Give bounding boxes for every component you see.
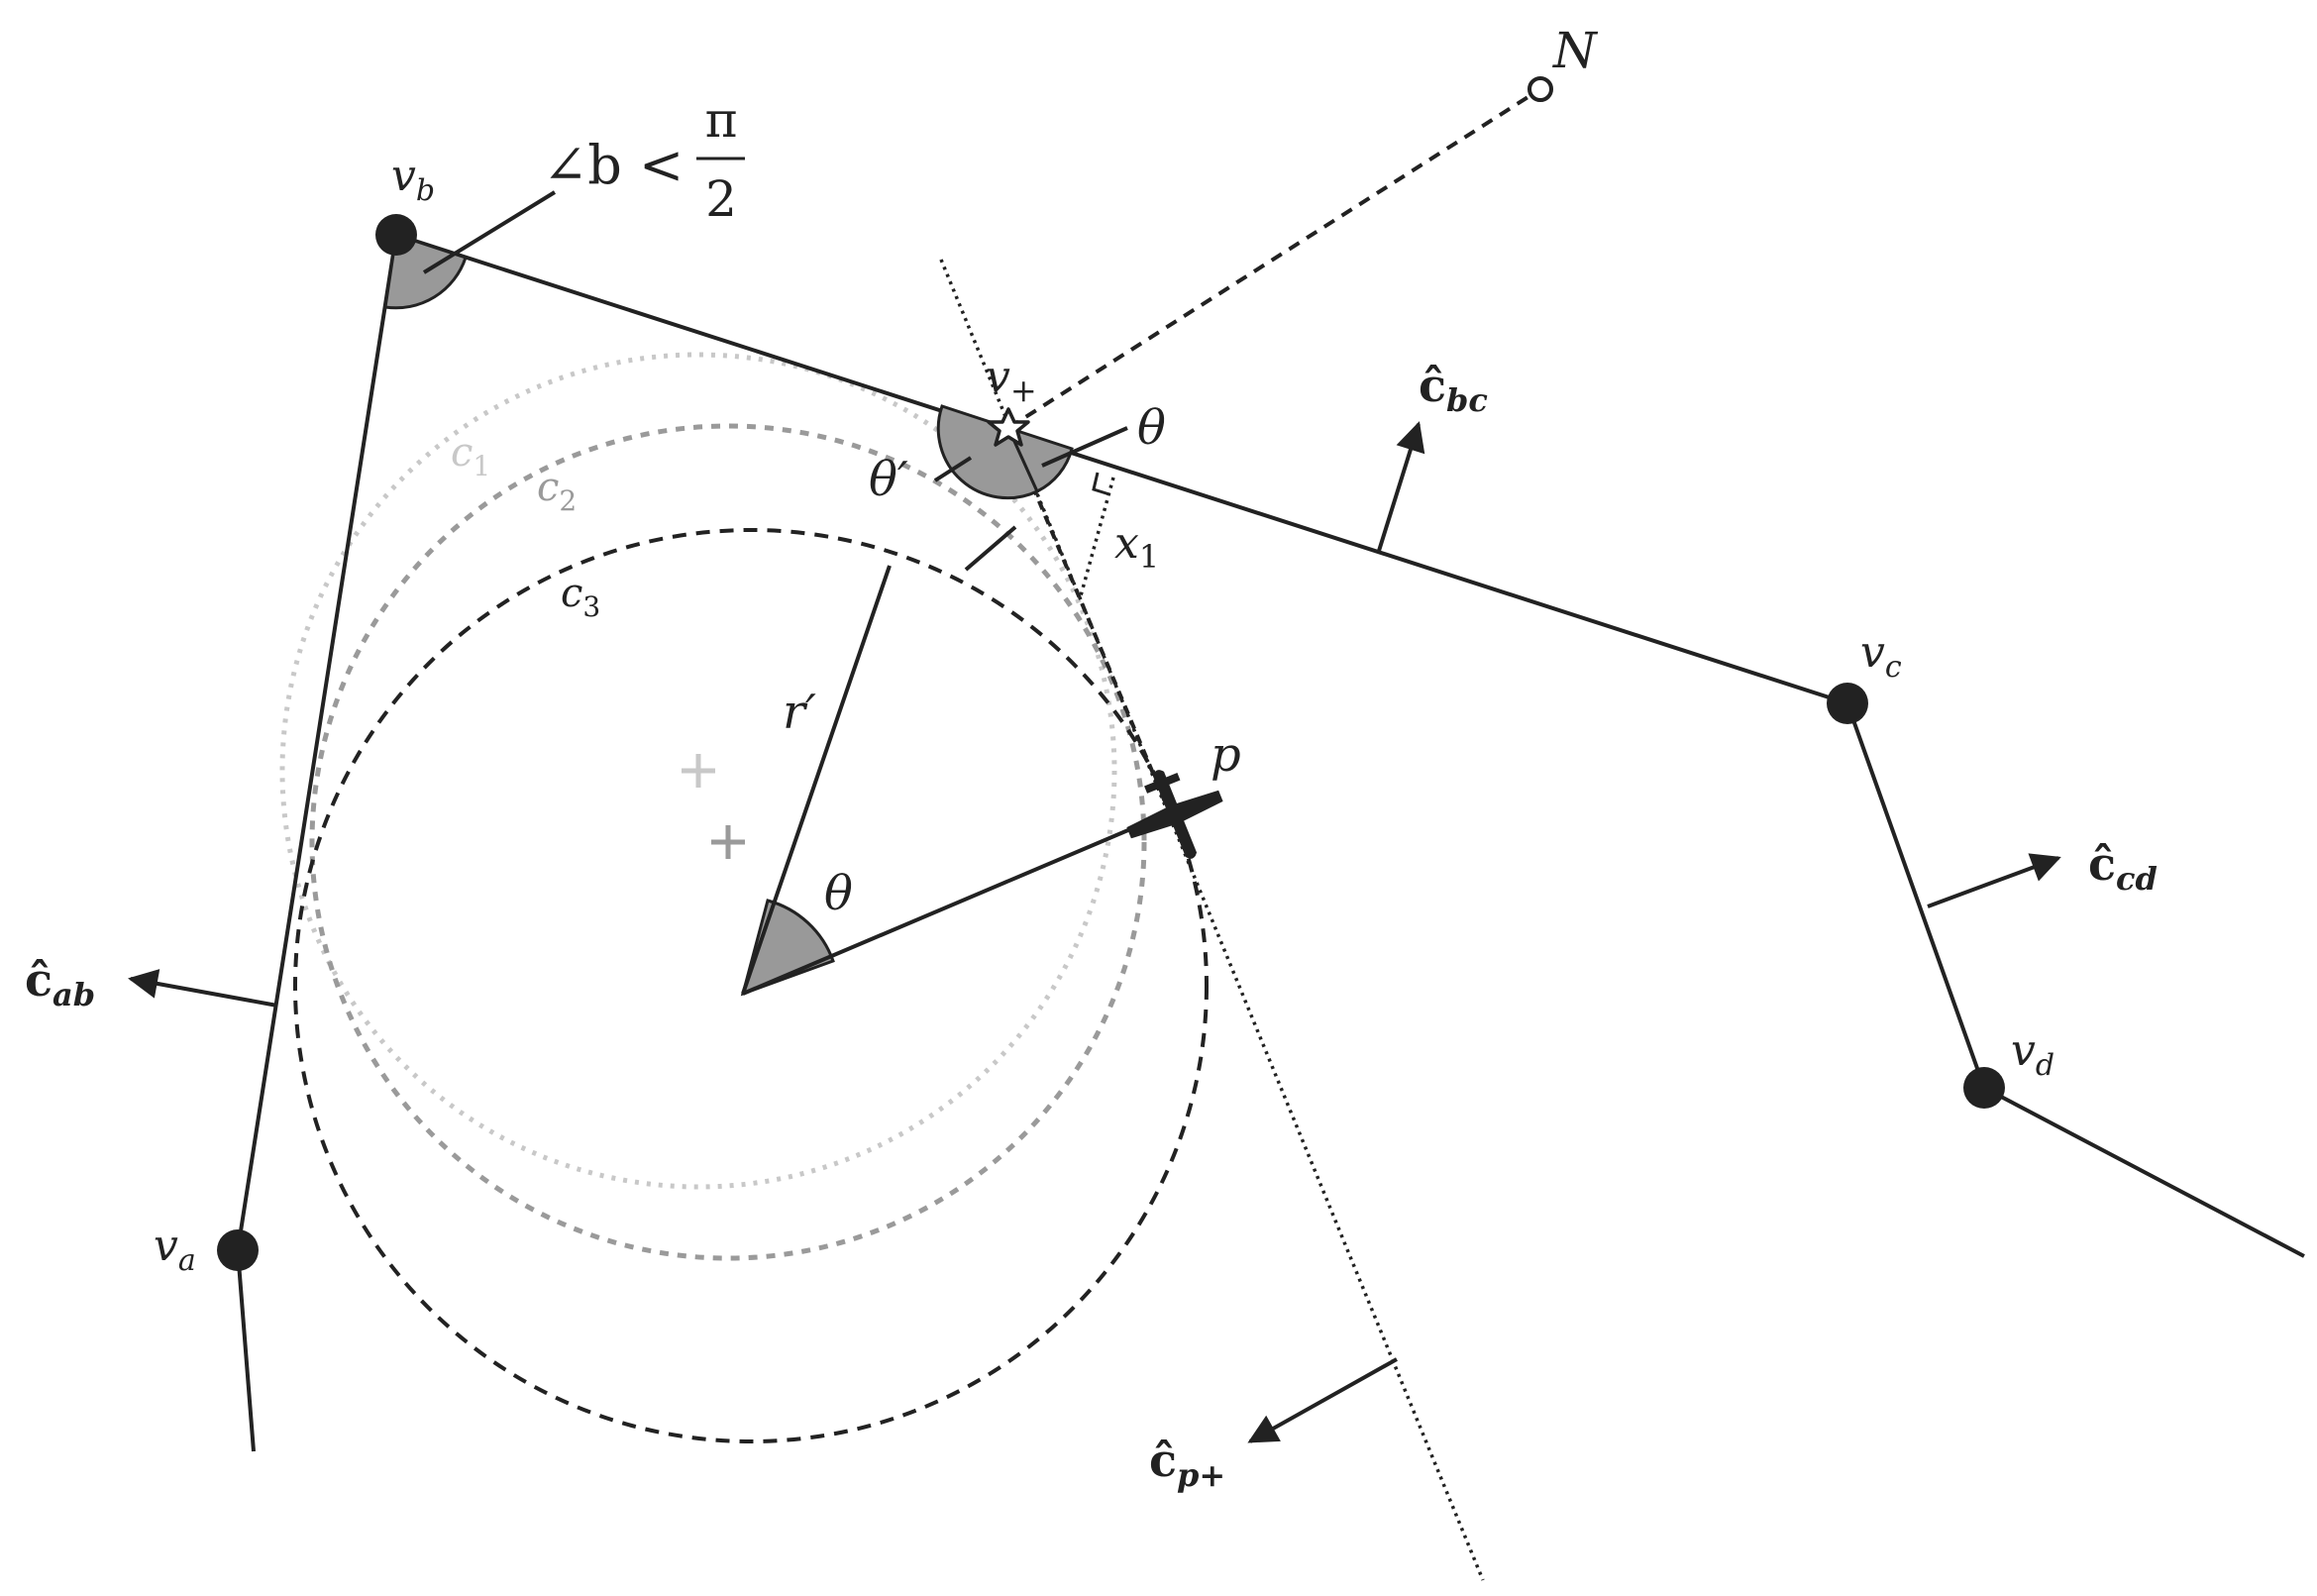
- vertex-vb: [375, 214, 417, 256]
- leader-b-angle: [422, 190, 557, 274]
- normal-arrow-bc: [1377, 421, 1425, 552]
- line-to-N: [1006, 87, 1542, 430]
- angle-theta-prime-wedge: [936, 404, 1039, 500]
- vertex-vd: [1963, 1067, 2005, 1109]
- normal-arrow-ab: [128, 969, 278, 1008]
- star-icon: [987, 407, 1030, 447]
- label-c1: c1: [451, 430, 490, 482]
- normal-arrow-pplus: [1247, 1357, 1398, 1443]
- label-x1: x1: [1114, 518, 1159, 576]
- circle-c3: [293, 528, 1209, 1443]
- label-theta: θ: [1137, 400, 1166, 456]
- label-N: N: [1552, 22, 1599, 79]
- normal-arrow-cd: [1927, 853, 2061, 908]
- label-c3: c3: [561, 571, 600, 623]
- vertex-va: [217, 1229, 259, 1271]
- circle-c2: [309, 423, 1147, 1261]
- airplane-icon: [1126, 770, 1223, 859]
- circle-c1: [279, 352, 1117, 1190]
- angle-theta-center-wedge: [740, 899, 835, 997]
- leader-c3: [964, 525, 1017, 572]
- label-angle-b-denominator: 2: [705, 170, 737, 228]
- label-vc: vc: [1860, 627, 1902, 685]
- label-c-cd: ĉcd: [2088, 837, 2158, 898]
- label-r-prime: r′: [783, 685, 816, 740]
- label-angle-b: ∠b <: [543, 134, 684, 196]
- leader-theta: [1041, 426, 1128, 468]
- leader-theta-prime: [933, 456, 973, 482]
- radius-r-prime: [741, 565, 892, 995]
- label-c2: c2: [537, 465, 577, 517]
- label-p: p: [1211, 727, 1241, 783]
- label-angle-b-numerator: π: [705, 91, 738, 149]
- label-c-ab: ĉab: [25, 953, 95, 1013]
- angle-theta-wedge: [1005, 425, 1074, 494]
- plus-icon: [682, 754, 715, 788]
- vertex-vc: [1827, 683, 1868, 724]
- x1-distance-line: [1078, 477, 1115, 600]
- center-to-p: [742, 822, 1143, 996]
- route-path: [236, 233, 2305, 1452]
- waypoint-N: [1527, 76, 1553, 102]
- plus-icon: [711, 825, 745, 859]
- label-c-pplus: ĉp+: [1149, 1434, 1225, 1494]
- label-theta-prime: θ′: [869, 452, 908, 507]
- label-v-plus: v+: [986, 352, 1037, 409]
- label-theta-center: θ: [824, 866, 853, 921]
- label-c-bc: ĉbc: [1419, 359, 1488, 419]
- label-va: va: [154, 1221, 196, 1278]
- label-vb: vb: [391, 151, 435, 208]
- label-vd: vd: [2011, 1025, 2054, 1083]
- right-angle-mark: [1092, 472, 1110, 496]
